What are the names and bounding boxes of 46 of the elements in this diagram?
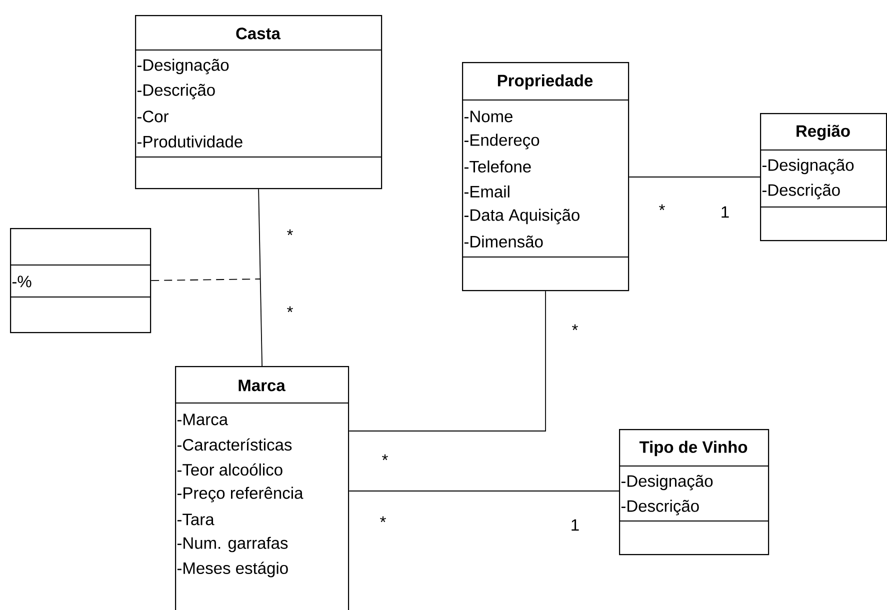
attribute-text: -Marca [177,414,228,426]
association-line [628,176,760,178]
multiplicity: * [287,229,293,236]
attribute-text: -Descrição [762,184,840,200]
class-name: Tipo de Vinho [639,440,748,456]
class-box [619,429,770,556]
multiplicity: 1 [572,519,579,531]
attribute-text: -Preço referência [177,486,304,502]
association-line [348,490,620,492]
attribute-text: -Data Aquisição [464,208,580,224]
class-box [10,228,152,334]
association-class-line [150,278,260,281]
association-line [258,188,262,366]
multiplicity: * [380,516,386,522]
class-box [760,113,887,242]
class-name: Casta [236,28,281,40]
multiplicity: * [382,454,388,460]
association-line [348,290,546,432]
attribute-text: -Designação [762,158,854,174]
attribute-text: -Num. garrafas [177,536,288,552]
class-name: Propriedade [498,74,593,90]
class-box [135,15,382,190]
class-name: Marca [238,380,286,392]
attribute-text: -Descrição [621,500,699,516]
attribute-text: -Telefone [464,160,531,173]
multiplicity: * [572,324,578,330]
attribute-text: -Produtividade [137,135,242,148]
class-name: Região [796,124,850,140]
attribute-text: -Designação [621,474,713,490]
attribute-text: -Designação [137,58,229,74]
attribute-text: -Cor [137,110,168,122]
attribute-text: -Email [464,185,510,198]
multiplicity: 1 [722,206,729,218]
attribute-text: -% [12,276,32,288]
attribute-text: -Nome [464,110,512,122]
attribute-text: -Meses estágio [177,562,288,578]
attribute-text: -Teor alcoólico [177,463,282,476]
attribute-text: -Tara [177,514,214,526]
attribute-text: -Descrição [137,84,215,100]
multiplicity: * [287,306,293,312]
class-box [175,366,350,610]
attribute-text: -Dimensão [464,235,543,248]
multiplicity: * [659,204,665,210]
class-box [462,62,630,292]
attribute-text: -Características [177,438,292,451]
attribute-text: -Endereço [464,134,540,150]
